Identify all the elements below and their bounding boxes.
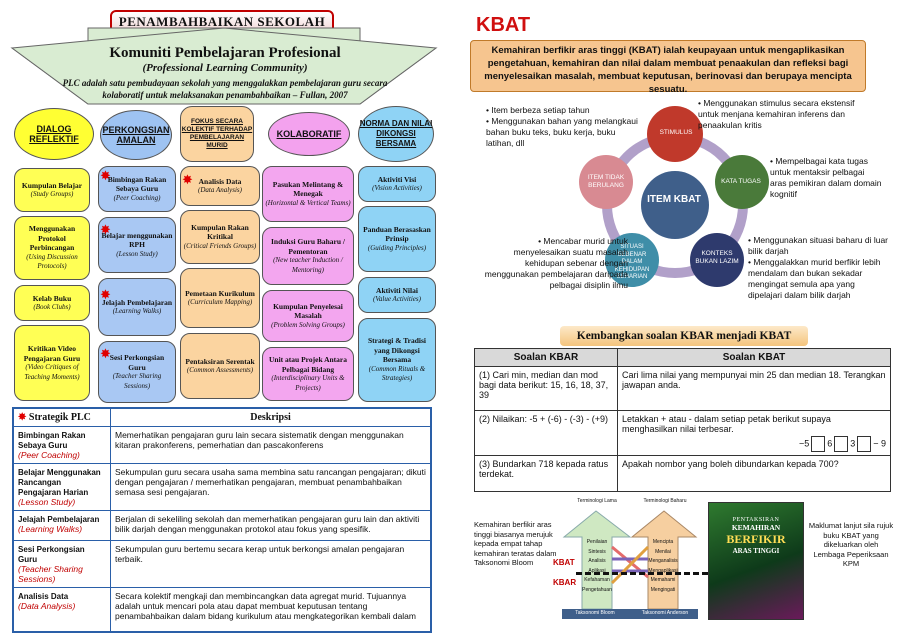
note-konteks: • Menggunakan situasi baharu di luar bil…	[748, 235, 889, 300]
plc-strategy-table: ✸ Strategik PLC Deskripsi Bimbingan Raka…	[12, 407, 432, 633]
table-row: (2) Nilaikan: -5 + (-6) - (-3) - (+9) Le…	[474, 410, 891, 456]
column-head-norma: NORMA DAN NILAI DIKONGSI BERSAMA	[358, 106, 434, 162]
star-icon: ✸	[100, 287, 111, 302]
kbat-title: KBAT	[476, 14, 531, 36]
kbat-kbar-divider	[576, 572, 708, 575]
table-header-row: ✸ Strategik PLC Deskripsi	[12, 407, 432, 427]
table-row: (3) Bundarkan 718 kepada ratus terdekat.…	[474, 455, 891, 492]
book-cover-image: PENTAKSIRAN KEMAHIRAN BERFIKIR ARAS TING…	[708, 502, 804, 620]
cycle-node: KONTEKS BUKAN LAZIM	[695, 250, 739, 265]
plc-item: Aktiviti Nilai(Value Activities)	[358, 277, 436, 313]
cycle-node: STIMULUS	[659, 129, 693, 136]
bloom-note: Kemahiran berfikir aras tinggi biasanya …	[474, 520, 557, 567]
plc-subtitle: (Professional Learning Community)	[142, 62, 308, 74]
table-col-strategik: Strategik PLC	[28, 412, 91, 423]
table-row: Belajar Menggunakan Rancangan Pengajaran…	[12, 463, 432, 511]
convert-title: Kembangkan soalan KBAR menjadi KBAT	[560, 326, 808, 346]
pyramid-head-right: Terminologi Baharu	[643, 498, 687, 504]
taxonomy-pyramid	[562, 510, 698, 619]
table-row: (1) Cari min, median dan mod bagi data b…	[474, 366, 891, 411]
plc-item: Jelajah Pembelajaran(Learning Walks)	[98, 278, 176, 336]
table-row: Bimbingan Rakan Sebaya Guru(Peer Coachin…	[12, 426, 432, 464]
pyramid-foot-left: Taksonomi Bloom	[575, 610, 615, 616]
plc-item: Induksi Guru Baharu / Pementoran(New tea…	[262, 227, 354, 285]
plc-item: Kritikan Video Pengajaran Guru(Video Cri…	[14, 325, 90, 401]
operator-box[interactable]	[857, 436, 872, 452]
house-roof-shape	[10, 27, 438, 105]
plc-item: Menggunakan Protokol Perbincangan(Using …	[14, 216, 90, 280]
plc-item: Kumpulan Belajar(Study Groups)	[14, 168, 90, 212]
plc-description: PLC adalah satu pembudayaan sekolah yang…	[62, 78, 388, 100]
note-stimulus: • Menggunakan stimulus secara ekstensif …	[698, 98, 855, 130]
plc-item: Pemetaan Kurikulum(Curriculum Mapping)	[180, 268, 260, 328]
table-row: Jelajah Pembelajaran(Learning Walks) Ber…	[12, 510, 432, 541]
plc-item: Kumpulan Rakan Kritikal(Critical Friends…	[180, 210, 260, 264]
plc-header: Komuniti Pembelajaran Profesional (Profe…	[60, 45, 390, 101]
column-head-perkongsian: PERKONGSIAN AMALAN	[100, 110, 172, 160]
star-icon: ✸	[100, 346, 111, 361]
plc-item: Strategi & Tradisi yang Dikongsi Bersama…	[358, 318, 436, 402]
kbat-cycle-diagram	[579, 106, 769, 287]
plc-item: Panduan Berasaskan Prinsip(Guiding Princ…	[358, 206, 436, 272]
info-note: Maklumat lanjut sila rujuk buku KBAT yan…	[808, 521, 894, 568]
plc-item: Kelab Buku(Book Clubs)	[14, 285, 90, 321]
kbar-kbat-table: Soalan KBAR Soalan KBAT (1) Cari min, me…	[474, 348, 891, 492]
cycle-center: ITEM KBAT	[647, 194, 701, 205]
cycle-node: ITEM TIDAK BERULANG	[587, 174, 625, 189]
cycle-node: KATA TUGAS	[721, 178, 761, 185]
kbat-definition: Kemahiran berfikir aras tinggi (KBAT) ia…	[470, 40, 866, 95]
kbar-level-label: KBAR	[553, 578, 577, 587]
kbat-level-label: KBAT	[553, 558, 575, 567]
plc-item: Belajar menggunakan RPH(Lesson Study)	[98, 217, 176, 273]
cycle-node: SITUASI SEBENAR DALAM KEHIDUPAN SEHARIAN	[614, 244, 650, 280]
pyramid-foot-right: Taksonomi Anderson	[641, 610, 689, 616]
plc-item: Aktiviti Visi(Vision Activities)	[358, 166, 436, 202]
pyramid-head-left: Terminologi Lama	[577, 498, 617, 504]
table-col-deskripsi: Deskripsi	[110, 407, 432, 427]
star-icon: ✸	[18, 412, 29, 423]
plc-item: Pasukan Melintang & Menegak(Horizontal &…	[262, 166, 354, 222]
plc-item: Kumpulan Penyelesai Masalah(Problem Solv…	[262, 290, 354, 342]
star-icon: ✸	[100, 168, 111, 183]
plc-item: Sesi Perkongsian Guru(Teacher Sharing Se…	[98, 341, 176, 403]
star-icon: ✸	[100, 222, 111, 237]
star-icon: ✸	[182, 172, 193, 187]
plc-item: Pentaksiran Serentak(Common Assessments)	[180, 333, 260, 399]
note-kata-tugas: • Mempelbagai kata tugas untuk mentaksir…	[770, 156, 882, 199]
plc-item: Analisis Data(Data Analysis)	[180, 166, 260, 206]
note-item-berbeza: • Item berbeza setiap tahun • Menggunaka…	[486, 105, 638, 148]
table-row: Analisis Data(Data Analysis) Secara kole…	[12, 587, 432, 632]
table-row: Sesi Perkongsian Guru(Teacher Sharing Se…	[12, 540, 432, 588]
column-head-kolaboratif: KOLABORATIF	[268, 112, 350, 156]
plc-item: Unit atau Projek Antara Pelbagai Bidang(…	[262, 347, 354, 401]
table-header-row: Soalan KBAR Soalan KBAT	[474, 348, 891, 367]
plc-title: Komuniti Pembelajaran Profesional	[109, 45, 341, 61]
plc-item: Bimbingan Rakan Sebaya Guru(Peer Coachin…	[98, 166, 176, 212]
column-head-fokus: FOKUS SECARA KOLEKTIF TERHADAP PEMBELAJA…	[180, 106, 254, 162]
note-situasi-sebenar: • Mencabar murid untuk menyelesaikan sua…	[484, 236, 628, 290]
operator-box[interactable]	[834, 436, 849, 452]
operator-box[interactable]	[811, 436, 826, 452]
column-head-dialog: DIALOG REFLEKTIF	[14, 108, 94, 160]
